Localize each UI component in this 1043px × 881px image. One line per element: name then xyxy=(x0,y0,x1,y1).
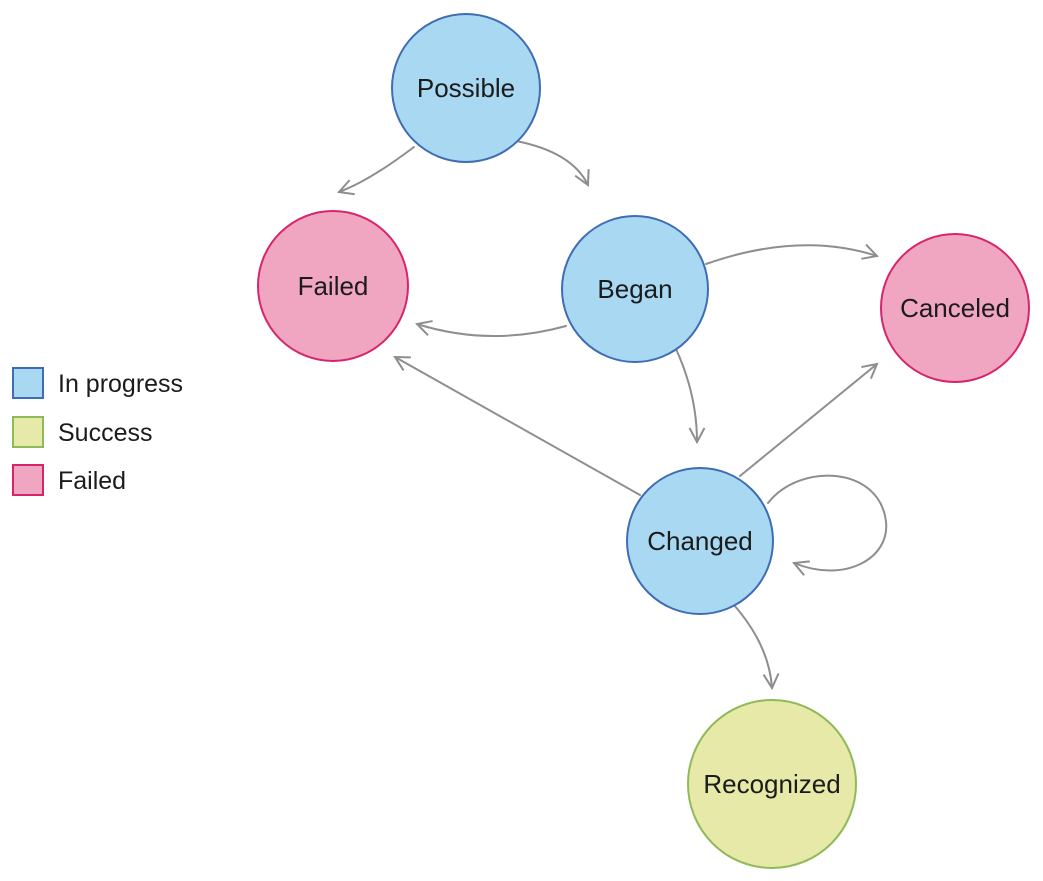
legend-item-failed: Failed xyxy=(12,464,126,496)
node-began: Began xyxy=(561,215,709,363)
node-canceled-label: Canceled xyxy=(900,293,1010,323)
node-began-label: Began xyxy=(597,274,672,304)
node-canceled-circle xyxy=(880,233,1030,383)
edge-changed-to-recognized xyxy=(733,604,780,691)
node-possible-label: Possible xyxy=(417,73,515,103)
edge-changed-self-loop xyxy=(767,474,888,576)
legend-item-in-progress: In progress xyxy=(12,367,183,399)
legend-swatch-failed xyxy=(12,464,44,496)
node-failed-circle xyxy=(257,210,409,362)
edge-changed-to-failed xyxy=(393,355,641,496)
edge-began-to-failed xyxy=(414,320,567,338)
legend-swatch-in-progress xyxy=(12,367,44,399)
edge-possible-to-failed xyxy=(337,146,415,196)
node-recognized: Recognized xyxy=(687,699,857,869)
legend-label-failed: Failed xyxy=(58,467,126,495)
node-canceled: Canceled xyxy=(880,233,1030,383)
edge-began-to-changed xyxy=(675,348,706,445)
edge-changed-to-canceled xyxy=(739,362,879,477)
edge-possible-to-began xyxy=(515,140,590,187)
node-began-circle xyxy=(561,215,709,363)
node-possible-circle xyxy=(391,13,541,163)
node-recognized-circle xyxy=(687,699,857,869)
node-changed-circle xyxy=(626,467,774,615)
node-possible: Possible xyxy=(391,13,541,163)
legend-label-success: Success xyxy=(58,419,152,447)
legend-label-in-progress: In progress xyxy=(58,370,183,398)
nodes-layer: Possible Failed Began Canceled Changed R xyxy=(257,13,1030,869)
node-recognized-label: Recognized xyxy=(703,769,840,799)
legend-swatch-success xyxy=(12,416,44,448)
node-changed: Changed xyxy=(626,467,774,615)
node-failed-label: Failed xyxy=(298,271,369,301)
edges-layer xyxy=(337,140,888,691)
legend-item-success: Success xyxy=(12,416,152,448)
node-failed: Failed xyxy=(257,210,409,362)
edge-began-to-canceled xyxy=(705,243,880,265)
node-changed-label: Changed xyxy=(647,526,753,556)
legend: In progress Success Failed xyxy=(12,367,183,496)
